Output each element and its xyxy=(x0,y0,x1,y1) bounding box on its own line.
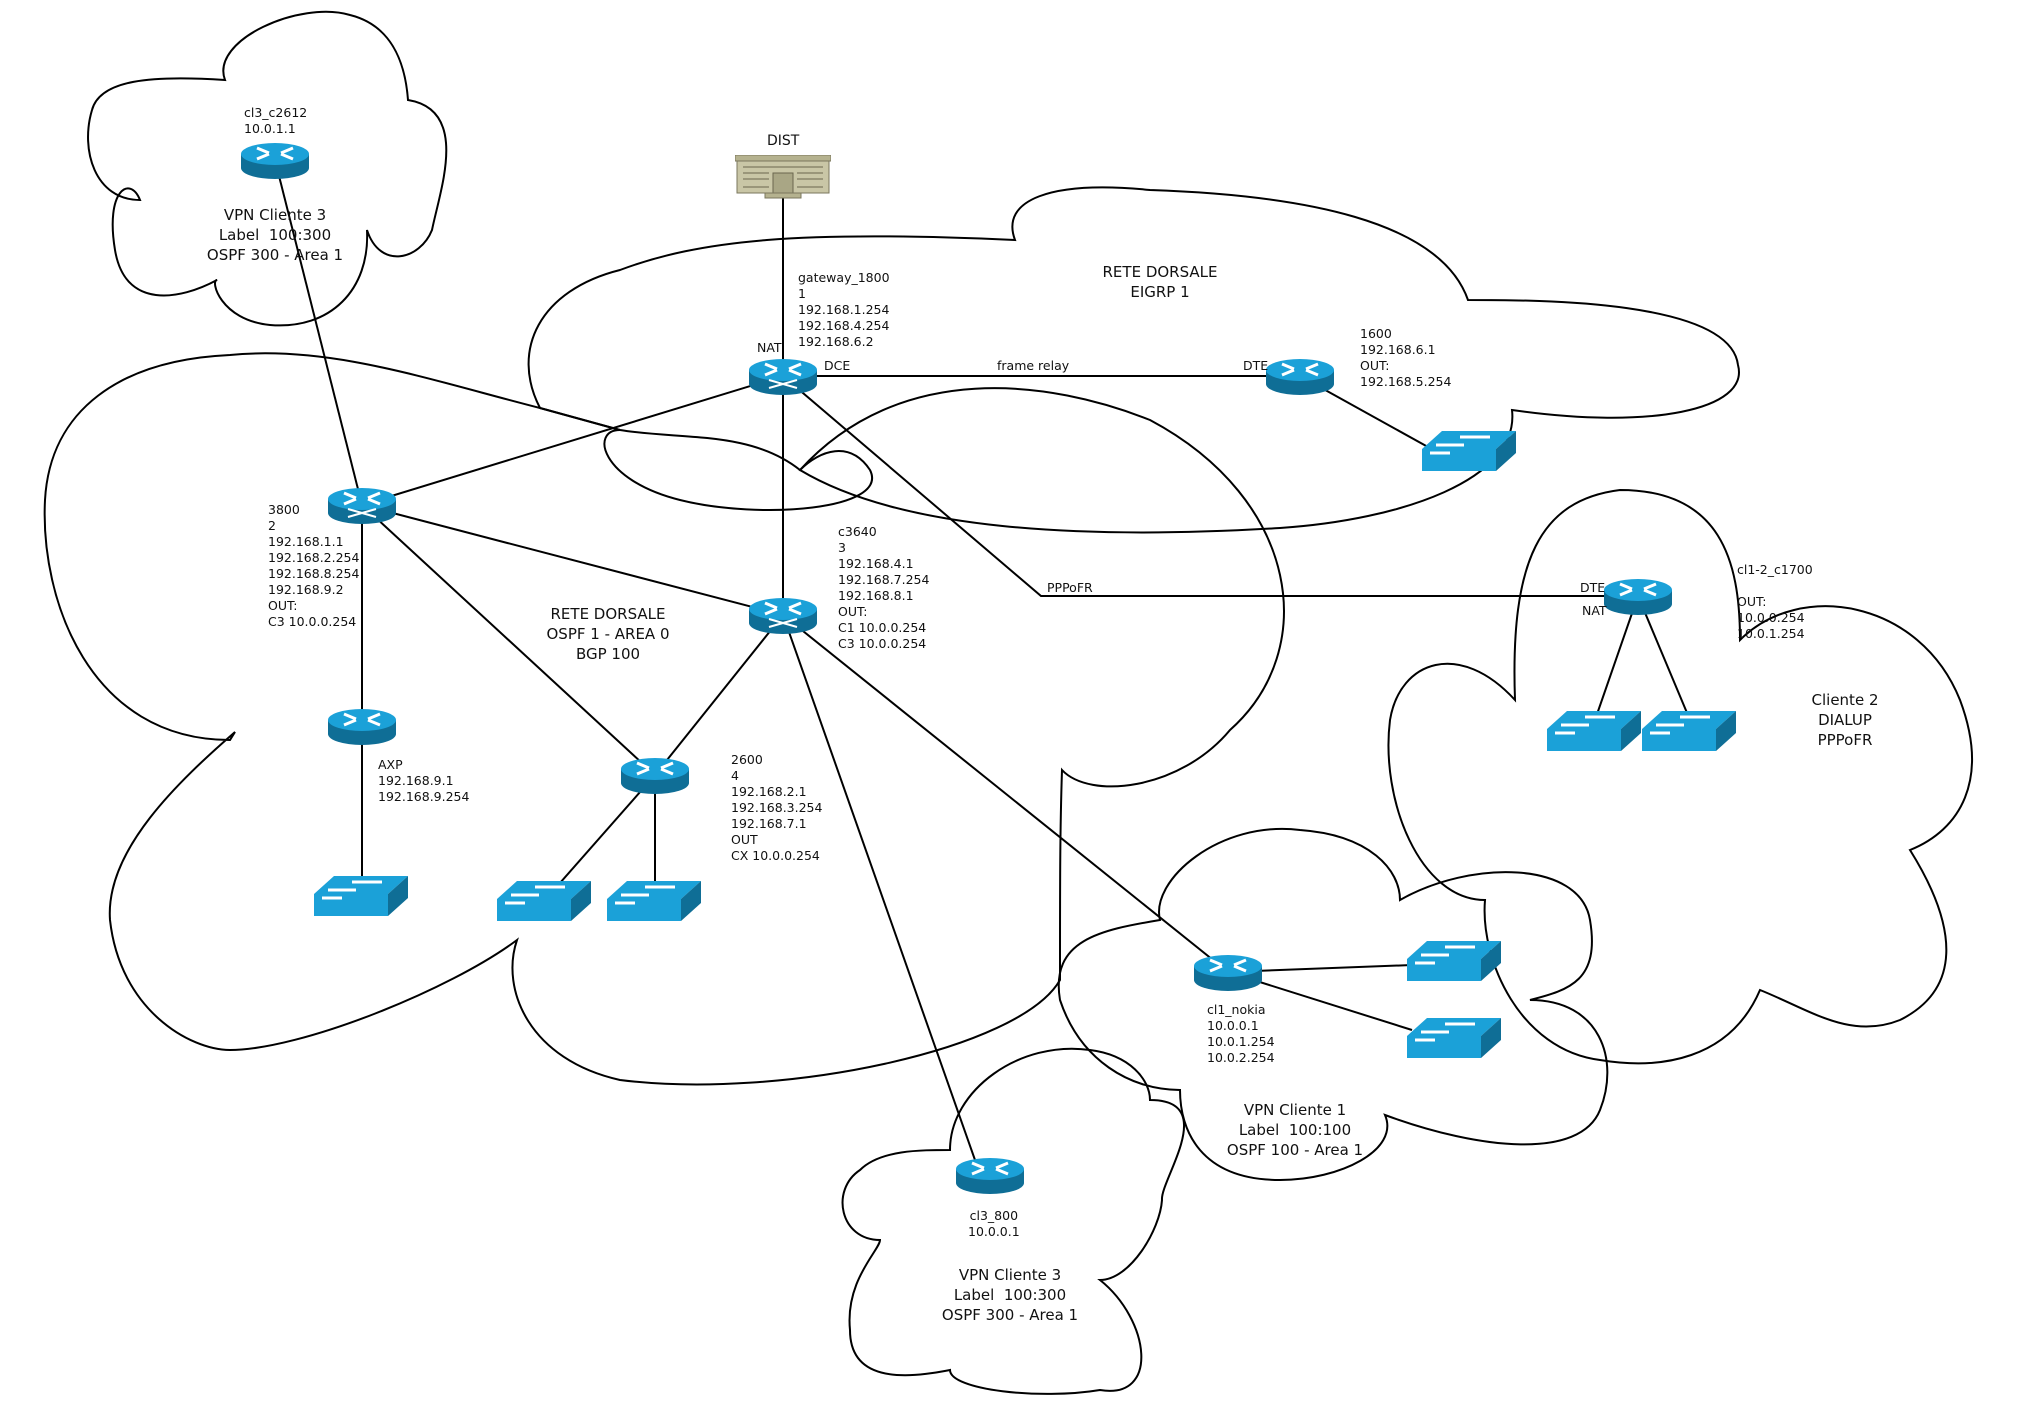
router-icon-gateway[interactable] xyxy=(749,359,817,395)
switch-icon[interactable] xyxy=(1407,941,1501,981)
router-icon-nokia[interactable] xyxy=(1194,955,1262,991)
switch-icon[interactable] xyxy=(607,881,701,921)
switch-icon[interactable] xyxy=(1422,431,1516,471)
router-icon-c1700[interactable] xyxy=(1604,579,1672,615)
link-label-nat-c1700: NAT xyxy=(1582,603,1607,618)
router-icon-axp[interactable] xyxy=(328,709,396,745)
cloud-vpn-cliente1 xyxy=(1057,827,1609,1182)
router-icon-r2600[interactable] xyxy=(621,758,689,794)
router-icon-c800[interactable] xyxy=(956,1158,1024,1194)
link-label-dte-c1700: DTE xyxy=(1580,580,1606,595)
dist-label: DIST xyxy=(767,133,800,149)
router-icon-c2612[interactable] xyxy=(241,143,309,179)
link-label-dte-1600: DTE xyxy=(1243,358,1269,373)
link-label-dce: DCE xyxy=(824,358,851,373)
router-icon-c3640[interactable] xyxy=(749,598,817,634)
cloud-rete-dorsale-ospf xyxy=(43,352,1285,1086)
router-icon-r1600[interactable] xyxy=(1266,359,1334,395)
building-icon[interactable] xyxy=(735,155,831,199)
cloud-vpn-cliente3-top xyxy=(87,10,448,327)
router-icon-r3800[interactable] xyxy=(328,488,396,524)
switch-icon[interactable] xyxy=(1642,711,1736,751)
cloud-rete-dorsale-eigrp xyxy=(527,186,1740,534)
cloud-cliente2 xyxy=(1387,488,1973,1065)
switch-icon[interactable] xyxy=(314,876,408,916)
link-label-pppofr: PPPoFR xyxy=(1047,580,1093,595)
switch-icon[interactable] xyxy=(497,881,591,921)
cloud-vpn-cliente3-bottom xyxy=(841,1047,1185,1395)
switch-icon[interactable] xyxy=(1547,711,1641,751)
link-label-nat-gateway: NAT xyxy=(757,340,782,355)
switch-icon[interactable] xyxy=(1407,1018,1501,1058)
link-label-frame-relay: frame relay xyxy=(997,358,1070,373)
